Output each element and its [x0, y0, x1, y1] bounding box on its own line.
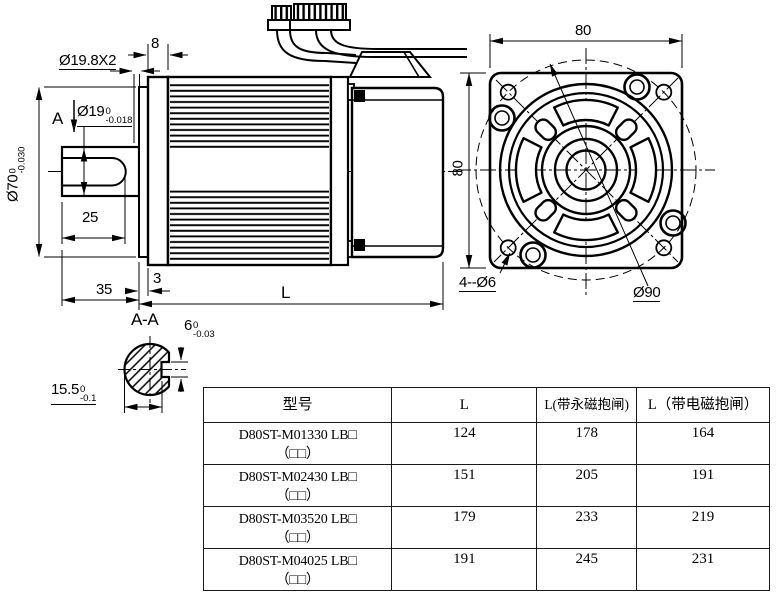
model-cell: D80ST-M03520 LB□ （□□） — [202, 506, 393, 549]
encoder-cover-bump — [348, 51, 433, 78]
table-row: D80ST-M01330 LB□ （□□） 124 178 164 — [202, 422, 770, 465]
col-header-l-perm-brake: L(带永磁抱闸) — [536, 387, 638, 423]
flange-outline — [488, 71, 684, 270]
cable-connectors — [267, 3, 351, 31]
l-perm-cell: 205 — [536, 464, 638, 507]
col-header-model: 型号 — [202, 387, 393, 423]
table-header-row: 型号 L L(带永磁抱闸) L（带电磁抱闸） — [202, 387, 770, 423]
housing-screw-bottom — [354, 239, 365, 251]
l-perm-cell: 233 — [536, 506, 638, 549]
section-marker-a: A — [52, 109, 64, 128]
cover-screws — [488, 73, 687, 269]
l-perm-cell: 245 — [536, 548, 638, 591]
col-header-l-elec-brake: L（带电磁抱闸） — [636, 387, 770, 423]
dim-label-L: L — [281, 283, 291, 302]
l-cell: 151 — [391, 464, 538, 507]
l-cell: 191 — [391, 548, 538, 591]
section-title: A-A — [131, 310, 159, 329]
cooling-fins-top — [170, 81, 329, 150]
table-row: D80ST-M03520 LB□ （□□） 179 233 219 — [202, 506, 770, 549]
shaft-keyway — [62, 157, 127, 187]
motor-shaft — [60, 145, 141, 198]
l-cell: 124 — [391, 422, 538, 465]
pilot-boss — [138, 86, 149, 258]
model-cell: D80ST-M02430 LB□ （□□） — [202, 464, 393, 507]
l-elec-cell: 231 — [636, 548, 770, 591]
dim-label-groove: Ø19.8X2 — [59, 52, 117, 70]
l-elec-cell: 164 — [636, 422, 770, 465]
l-elec-cell: 191 — [636, 464, 770, 507]
bolt-circle-90 — [475, 59, 697, 281]
side-view — [35, 3, 467, 310]
model-cell: D80ST-M04025 LB□ （□□） — [202, 548, 393, 591]
l-cell: 179 — [391, 506, 538, 549]
section-view — [118, 336, 188, 413]
vent-slots — [514, 98, 658, 242]
housing-screw-top — [354, 90, 365, 102]
col-header-l: L — [391, 387, 538, 423]
model-cell: D80ST-M01330 LB□ （□□） — [202, 422, 393, 465]
section-dimensions — [124, 347, 188, 413]
end-cap — [329, 75, 350, 267]
encoder-housing — [350, 86, 445, 259]
dim-label-holes: 4--Ø6 — [459, 274, 496, 292]
side-dimensions — [35, 44, 444, 310]
front-view — [455, 34, 715, 296]
shaft-hole — [565, 149, 607, 191]
dim-label-35: 35 — [96, 281, 113, 298]
dim-label-80-left: 80 — [449, 160, 467, 177]
dim-label-3: 3 — [153, 270, 162, 287]
dim-label-25: 25 — [82, 209, 99, 226]
dim-label-80-top: 80 — [575, 22, 592, 39]
spec-table: 型号 L L(带永磁抱闸) L（带电磁抱闸） D80ST-M01330 LB□ … — [202, 387, 770, 591]
dim-label-8: 8 — [151, 35, 160, 52]
table-row: D80ST-M02430 LB□ （□□） 151 205 191 — [202, 464, 770, 507]
dim-label-90: Ø90 — [633, 284, 661, 302]
l-perm-cell: 178 — [536, 422, 638, 465]
front-dimensions — [460, 34, 683, 287]
shaft-section — [123, 342, 171, 397]
mounting-flange — [146, 75, 170, 267]
l-elec-cell: 219 — [636, 506, 770, 549]
table-row: D80ST-M04025 LB□ （□□） 191 245 231 — [202, 548, 770, 591]
cooling-fins-bottom — [170, 190, 329, 261]
